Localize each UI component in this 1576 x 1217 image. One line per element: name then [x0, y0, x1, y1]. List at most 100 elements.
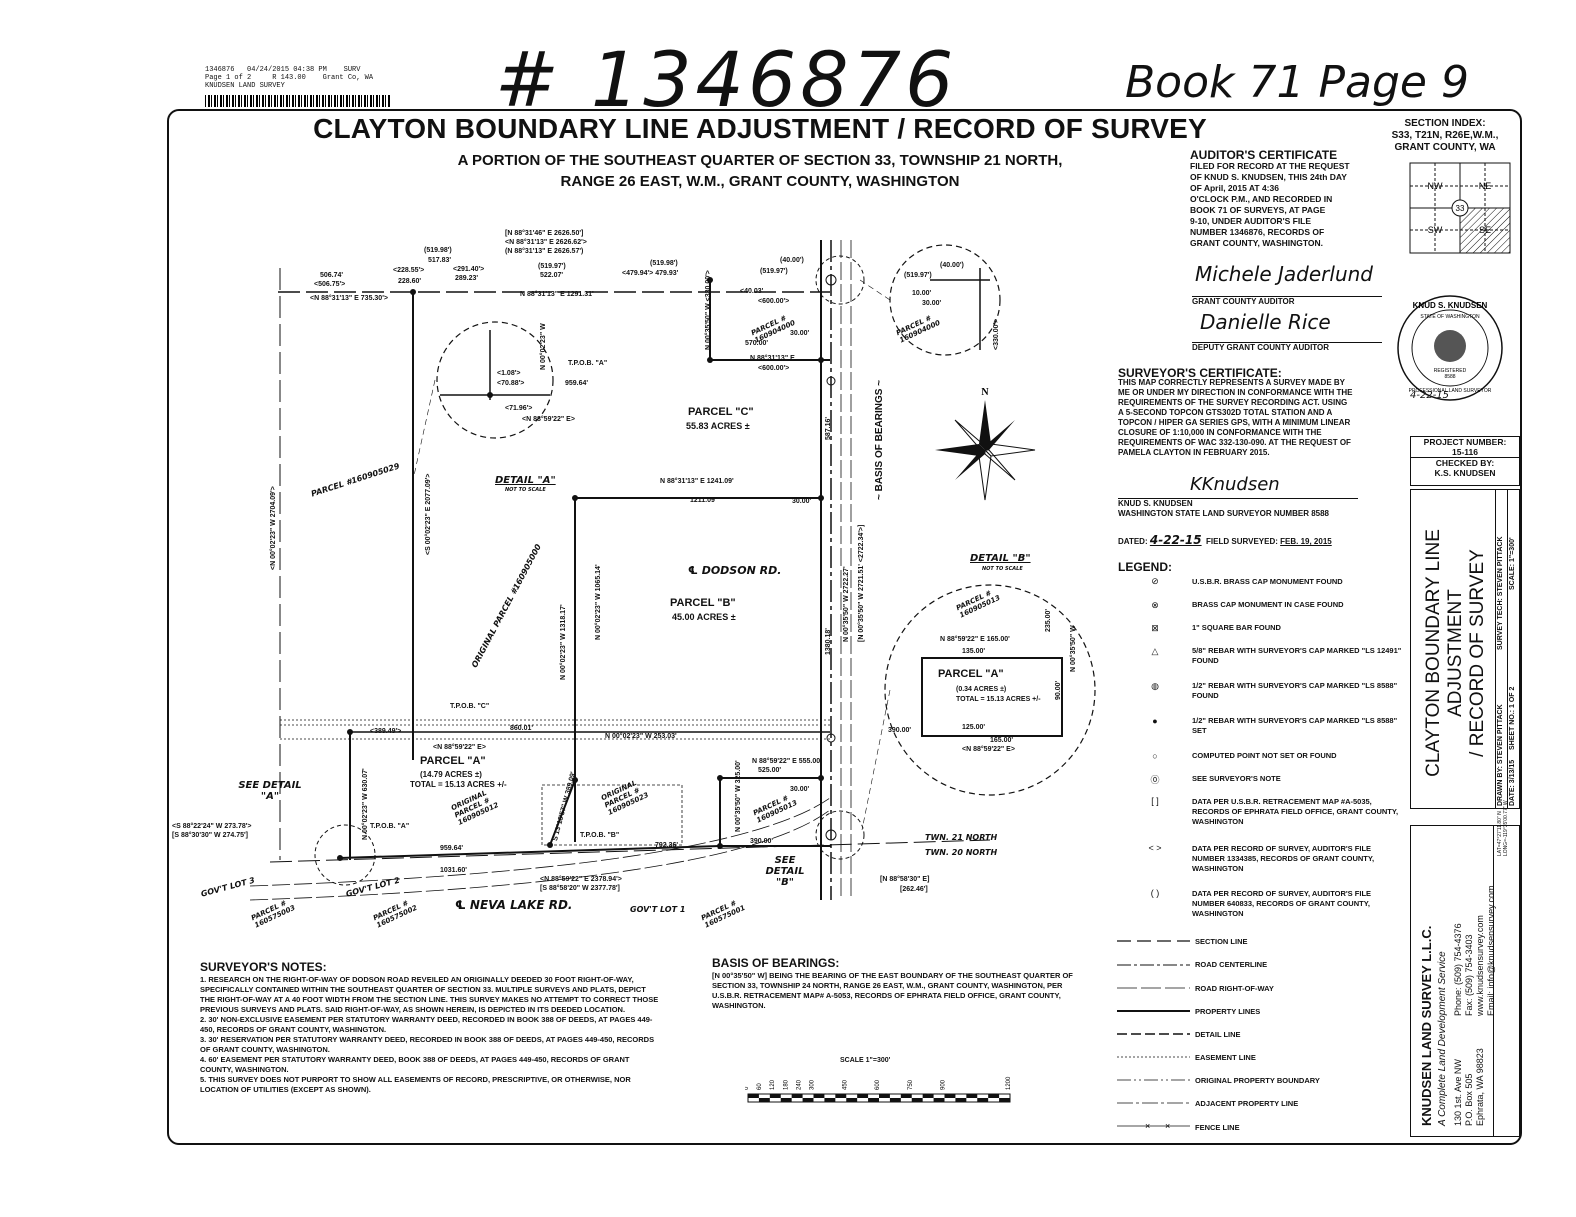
- quad-ne: NE: [1479, 181, 1492, 191]
- deputy-signature: Danielle Rice: [1200, 310, 1331, 334]
- legend-line-property: PROPERTY LINES: [1195, 1007, 1261, 1016]
- surveyors-notes: SURVEYOR'S NOTES: 1. RESEARCH ON THE RIG…: [200, 960, 659, 1094]
- dim-c-box7: N 00°35'50" W <330.00'>: [705, 270, 712, 350]
- index-center-label: 33: [1456, 204, 1465, 213]
- dim-b-right4: N 00°35'50" W 325.00': [735, 760, 742, 832]
- legend-symbol: ⊗: [1151, 600, 1159, 610]
- neva-road-label: ℄ NEVA LAKE RD.: [455, 898, 573, 912]
- scale-tick-label: 60: [757, 1083, 763, 1090]
- dim-c-box5: <40.03': [740, 288, 764, 295]
- parcel-c-acres: 55.83 ACRES ±: [686, 421, 750, 431]
- legend-line-samples: ××: [1117, 940, 1190, 1131]
- dim-b-right1b: 525.00': [758, 767, 782, 774]
- tpob-c-label: T.P.O.B. "C": [450, 703, 490, 710]
- seal-registered: REGISTERED: [1434, 368, 1467, 374]
- seal-date: 4-22-15: [1410, 390, 1450, 401]
- legend-line-road-row: ROAD RIGHT-OF-WAY: [1195, 984, 1274, 993]
- parcel-b-label: PARCEL "B": [670, 597, 736, 609]
- see-detail-b: SEE DETAIL "B": [765, 855, 805, 888]
- dim-bearing-n2: [262.46']: [900, 886, 928, 893]
- dim-seg3: (519.98'): [424, 247, 452, 254]
- dim-seg4: 517.83': [428, 257, 452, 264]
- surveyor-certificate: SURVEYOR'S CERTIFICATE: THIS MAP CORRECT…: [1118, 366, 1353, 457]
- surveyor-name-block: KNUD S. KNUDSEN WASHINGTON STATE LAND SU…: [1118, 498, 1358, 519]
- dim-det-b6: 165.00': [990, 737, 1014, 744]
- dim-c-box2: <600.00'>: [758, 298, 790, 305]
- dim-det-a1: <1.08'>: [497, 370, 521, 377]
- dim-c-box1: N 88°31'13" E: [750, 355, 795, 362]
- dim-det-c4: 30.00': [922, 300, 942, 307]
- dim-det-b1: N 88°59'22" E 165.00': [940, 636, 1010, 643]
- svg-text:×: ×: [1165, 1121, 1170, 1131]
- title-block-text: CLAYTON BOUNDARY LINE ADJUSTMENT / RECOR…: [1423, 529, 1488, 777]
- auditor-signature-label: GRANT COUNTY AUDITOR: [1192, 296, 1382, 306]
- legend-item: DATA PER RECORD OF SURVEY, AUDITOR'S FIL…: [1192, 844, 1375, 873]
- neva-row-1: [249, 809, 831, 901]
- survey-map: N: [249, 240, 1096, 901]
- legend-symbol: ○: [1152, 751, 1158, 761]
- dim-seg2: <506.75'>: [314, 281, 346, 288]
- scale-tick-label: 120: [770, 1079, 776, 1090]
- dim-bl2: N 00°02'23" W 1318.17': [560, 604, 567, 680]
- seal-bottom: PROFESSIONAL LAND SURVEYOR: [1409, 388, 1492, 394]
- parcel-a-label: PARCEL "A": [420, 755, 486, 767]
- dim-seg11: (519.98'): [650, 260, 678, 267]
- dim-c-top: N 88°31'13" E 1241.09': [660, 478, 734, 485]
- project-box: PROJECT NUMBER: 15-116 CHECKED BY: K.S. …: [1410, 436, 1520, 486]
- legend-symbol: ⊠: [1151, 623, 1159, 633]
- dim-road3: <N 88°59'22" E>: [433, 744, 486, 751]
- drawn-by: DRAWN BY: STEVEN PITTACK: [1497, 704, 1504, 806]
- surveyor-signature: KKnudsen: [1190, 474, 1280, 495]
- dim-seg5: <228.55'>: [393, 267, 425, 274]
- dim-det-c3: 10.00': [912, 290, 932, 297]
- dim-det-c5: <330.00'>: [993, 318, 1000, 350]
- diagonal-line: [549, 779, 576, 846]
- firm-tagline: A Complete Land Development Service: [1437, 951, 1448, 1126]
- dim-c-box3: 570.00': [745, 340, 769, 347]
- detail-b-nts: NOT TO SCALE: [982, 566, 1023, 572]
- detail-b-parcel: [921, 657, 1063, 737]
- scale-tick-label: 750: [908, 1079, 914, 1090]
- dim-seg14: (519.97'): [760, 268, 788, 275]
- legend-line-section: SECTION LINE: [1195, 937, 1248, 946]
- dim-det-b10: N 00°35'50" W: [1070, 625, 1077, 672]
- surveyor-seal: KNUD S. KNUDSEN STATE OF WASHINGTON REGI…: [1397, 295, 1503, 401]
- legend-item: DATA PER RECORD OF SURVEY, AUDITOR'S FIL…: [1192, 889, 1372, 918]
- section-index: SECTION INDEX: S33, T21N, R26E,W.M., GRA…: [1391, 118, 1499, 153]
- dim-det-b11: 235.00': [1045, 608, 1052, 632]
- dim-b-right3: 30.00': [790, 786, 810, 793]
- legend-symbol: ⊘: [1151, 576, 1159, 586]
- firm-name: KNUDSEN LAND SURVEY L.L.C.: [1419, 925, 1434, 1126]
- tpob-a-label: T.P.O.B. "A": [370, 823, 410, 830]
- seal-name: KNUD S. KNUDSEN: [1413, 301, 1488, 310]
- govt-lot-1: GOV'T LOT 1: [630, 905, 686, 914]
- subtitle-line-1: A PORTION OF THE SOUTHEAST QUARTER OF SE…: [457, 152, 1063, 169]
- title-block: CLAYTON BOUNDARY LINE ADJUSTMENT / RECOR…: [1410, 489, 1520, 809]
- handwritten-book-page: Book 71 Page 9: [1125, 57, 1469, 108]
- dim-det-b9: 90.00': [1055, 680, 1062, 700]
- legend-symbol: ⓪: [1150, 775, 1160, 785]
- dim-south1: 959.64': [440, 845, 464, 852]
- detail-a-circle: [436, 321, 554, 439]
- legend-symbol: ●: [1152, 716, 1158, 726]
- legend-item: 5/8" REBAR WITH SURVEYOR'S CAP MARKED "L…: [1192, 646, 1402, 665]
- seal-number: 8588: [1444, 374, 1455, 380]
- dim-b-small: N 00°02'23" W 253.03': [605, 733, 677, 740]
- dim-road1: 860.01': [510, 725, 534, 732]
- drawing-frame: [167, 109, 1522, 1145]
- dim-road2: <389.49'>: [370, 728, 402, 735]
- legend-item: 1" SQUARE BAR FOUND: [1192, 623, 1281, 632]
- dim-seg10: 522.07': [540, 272, 564, 279]
- parcel-a-acres: (14.79 ACRES ±): [420, 770, 482, 779]
- scale-bar: 0601201802403004506007509001200: [745, 1076, 1012, 1103]
- legend-line-adjacent: ADJACENT PROPERTY LINE: [1195, 1099, 1299, 1108]
- dim-c-box4: 30.00': [790, 330, 810, 337]
- legend-line-road-centerline: ROAD CENTERLINE: [1195, 960, 1268, 969]
- dim-seg13: (40.00'): [780, 257, 804, 264]
- firm-box: KNUDSEN LAND SURVEY L.L.C. A Complete La…: [1410, 800, 1520, 1137]
- north-arrow-icon: N: [935, 387, 1036, 501]
- dim-det-a4: <71.96'>: [505, 405, 533, 412]
